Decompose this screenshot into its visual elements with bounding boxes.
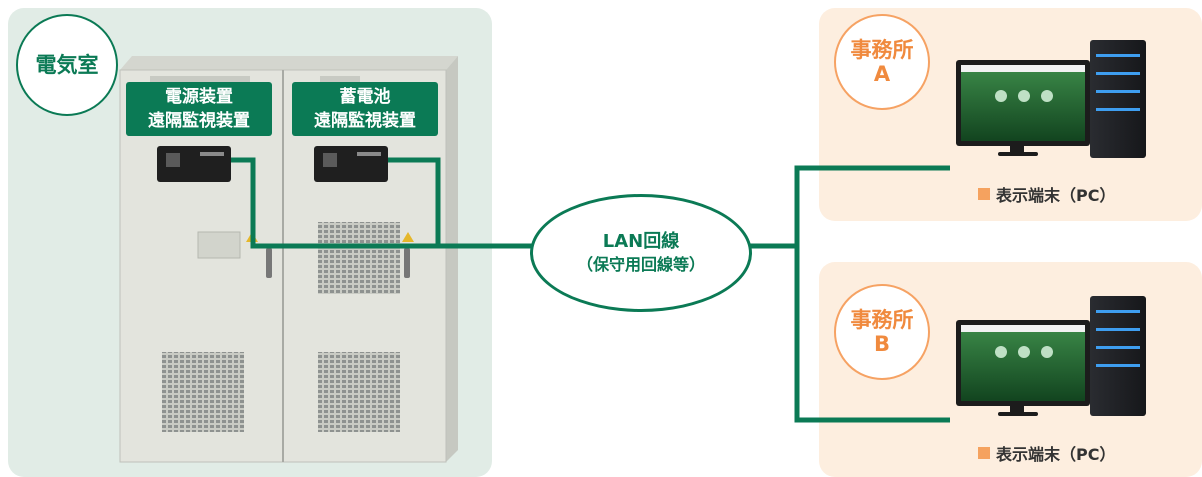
office-a-terminal-label: 表示端末（PC）: [978, 182, 1115, 206]
power-monitor-label-line2: 遠隔監視装置: [148, 111, 250, 131]
office-a-terminal-text: 表示端末（PC）: [996, 186, 1116, 205]
pc-icon-office-a: [956, 40, 1146, 158]
lan-network-node: LAN回線 （保守用回線等）: [530, 194, 752, 312]
electric-room-badge: 電気室: [16, 14, 118, 116]
lan-connection-lines: [231, 157, 950, 423]
office-b-terminal-text: 表示端末（PC）: [996, 445, 1116, 464]
office-b-badge: 事務所 B: [834, 284, 930, 380]
office-a-letter: A: [873, 62, 891, 86]
office-a-badge: 事務所 A: [834, 14, 930, 110]
electric-room-title: 電気室: [35, 52, 99, 77]
battery-monitor-label: 蓄電池 遠隔監視装置: [292, 82, 438, 136]
battery-monitor-label-line1: 蓄電池: [339, 87, 391, 107]
square-bullet-icon: [978, 188, 990, 200]
office-b-terminal-label: 表示端末（PC）: [978, 441, 1115, 465]
power-monitor-label-line1: 電源装置: [165, 87, 233, 107]
lan-title: LAN回線: [602, 231, 680, 253]
lan-subtitle: （保守用回線等）: [576, 255, 705, 275]
pc-icon-office-b: [956, 296, 1146, 416]
power-monitor-label: 電源装置 遠隔監視装置: [126, 82, 272, 136]
office-b-name: 事務所: [850, 307, 914, 332]
square-bullet-icon: [978, 447, 990, 459]
battery-monitor-label-line2: 遠隔監視装置: [314, 111, 416, 131]
office-b-letter: B: [873, 332, 890, 356]
office-a-name: 事務所: [850, 37, 914, 62]
